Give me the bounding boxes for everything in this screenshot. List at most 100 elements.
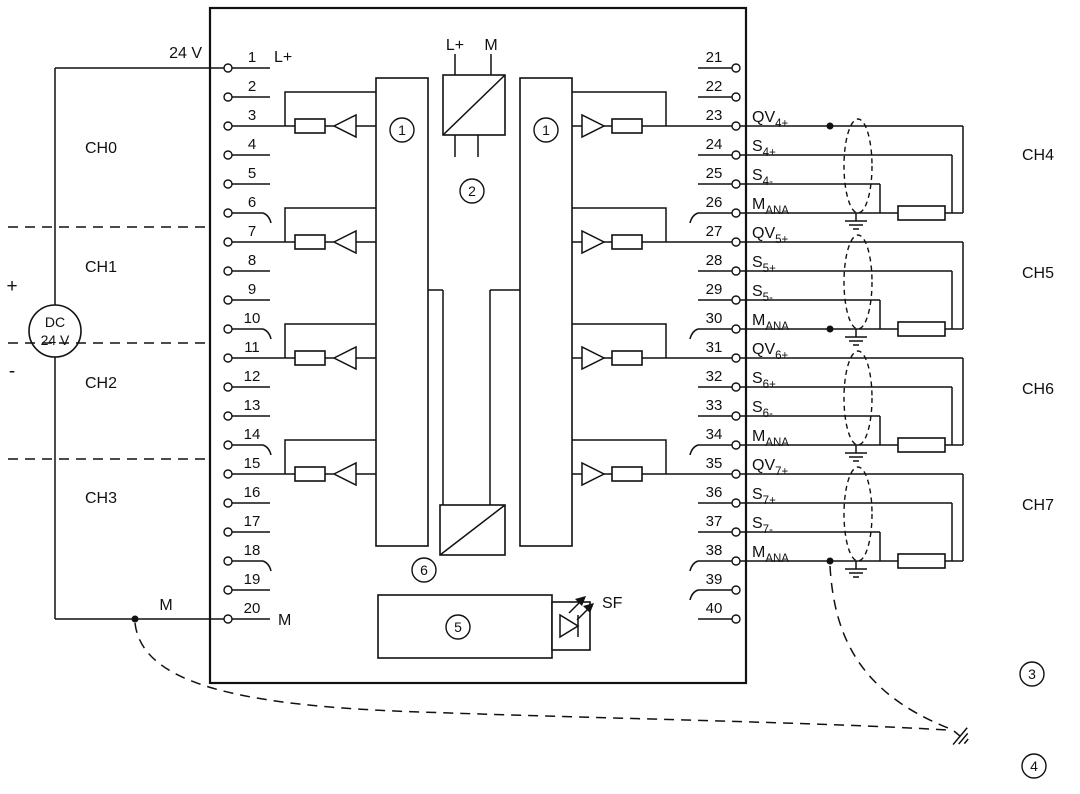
dac-block-right [519,77,573,547]
left-terminal-block: 1 2 3 4 5 6 7 8 9 10 11 12 13 14 15 16 1… [223,49,292,629]
terminal-number: 24 [706,136,723,153]
pin-label-qv4: QV4+ [752,109,789,130]
terminal-number: 21 [706,49,723,66]
terminal-number: 26 [706,194,723,211]
dc-source-label-2: 24 V [41,332,70,348]
terminal-number: 17 [244,513,261,530]
pin-label-qv5: QV5+ [752,225,789,246]
terminal-number: 38 [706,542,723,559]
callout-1-right-label: 1 [542,122,550,138]
m-junction-dot [131,615,139,623]
pin-label-s5p: S5+ [752,254,776,275]
terminal-number: 36 [706,484,723,501]
terminal-number: 15 [244,455,261,472]
pin-label-s6p: S6+ [752,370,776,391]
module-internals: 1 1 L+ M 2 6 5 SF [375,37,623,659]
terminal-number: 31 [706,339,723,356]
terminal-number: 40 [706,600,723,617]
channel-label-ch7: CH7 [1022,497,1054,514]
junction-dot [826,122,834,130]
module-outline [208,6,748,685]
supply-24v-label: 24 V [169,45,202,62]
terminal-number: 12 [244,368,261,385]
channel-label-ch1: CH1 [85,259,117,276]
terminal-1-label: L+ [274,49,292,66]
terminal-number: 37 [706,513,723,530]
pin-label-s6m: S6- [752,399,773,420]
sf-led: SF [551,595,623,651]
channel-label-ch3: CH3 [85,490,117,507]
callout-1-left-label: 1 [398,122,406,138]
terminal-number: 3 [248,107,256,124]
channel-label-ch5: CH5 [1022,265,1054,282]
terminal-number: 27 [706,223,723,240]
callout-5-label: 5 [454,619,462,635]
callout-4-label: 4 [1030,758,1038,774]
dac-block-left [375,77,429,547]
external-field-wiring: QV4+ S4+ S4- MANA QV5+ S5+ S5- MANA QV6+… [740,109,1054,577]
terminal-number: 33 [706,397,723,414]
terminal-number: 23 [706,107,723,124]
pin-label-qv7: QV7+ [752,457,789,478]
terminal-number: 20 [244,600,261,617]
terminal-number: 25 [706,165,723,182]
terminal-number: 32 [706,368,723,385]
pin-label-qv6: QV6+ [752,341,789,362]
junction-dot [826,557,834,565]
sf-label: SF [602,595,623,612]
internal-lplus-label: L+ [446,37,464,54]
channel-label-ch2: CH2 [85,375,117,392]
pin-label-mana: MANA [752,544,789,565]
terminal-20-label: M [278,612,291,629]
terminal-number: 35 [706,455,723,472]
channel-label-ch4: CH4 [1022,147,1054,164]
terminal-number: 28 [706,252,723,269]
pin-label-mana: MANA [752,312,789,333]
internal-m-label: M [484,37,497,54]
channel-label-ch6: CH6 [1022,381,1054,398]
terminal-number: 29 [706,281,723,298]
terminal-number: 2 [248,78,256,95]
terminal-number: 7 [248,223,256,240]
terminal-number: 14 [244,426,261,443]
ground-run-from-mana [829,565,949,729]
pin-label-mana: MANA [752,196,789,217]
terminal-number: 19 [244,571,261,588]
terminal-number: 22 [706,78,723,95]
callout-3-label: 3 [1028,666,1036,682]
terminal-number: 39 [706,571,723,588]
terminal-number: 34 [706,426,723,443]
channel-label-ch0: CH0 [85,140,117,157]
ground-run-from-m [134,622,949,731]
pin-label-s4m: S4- [752,167,773,188]
pin-label-s7m: S7- [752,515,773,536]
power-supply-circuit: DC 24 V + - 24 V M CH0 CH1 CH2 CH3 [6,45,224,623]
right-terminal-block: 21 22 23 24 25 26 27 28 29 30 31 32 33 3… [689,49,741,624]
terminal-number: 13 [244,397,261,414]
plus-label: + [6,276,17,297]
dc-source-symbol [28,304,82,358]
callout-6-label: 6 [420,562,428,578]
terminal-number: 16 [244,484,261,501]
pin-label-s5m: S5- [752,283,773,304]
junction-dot [826,325,834,333]
terminal-number: 11 [244,339,260,356]
minus-label: - [9,361,15,382]
callout-2-label: 2 [468,183,476,199]
terminal-number: 9 [248,281,256,298]
supply-m-label: M [159,597,172,614]
pin-label-mana: MANA [752,428,789,449]
terminal-number: 6 [248,194,256,211]
pin-label-s7p: S7+ [752,486,776,507]
terminal-number: 8 [248,252,256,269]
terminal-number: 1 [248,49,256,66]
pin-label-s4p: S4+ [752,138,776,159]
terminal-number: 5 [248,165,256,182]
terminal-number: 18 [244,542,261,559]
terminal-number: 4 [248,136,256,153]
grounding: 3 4 [134,565,1047,779]
dc-source-label-1: DC [45,314,65,330]
terminal-number: 10 [244,310,261,327]
